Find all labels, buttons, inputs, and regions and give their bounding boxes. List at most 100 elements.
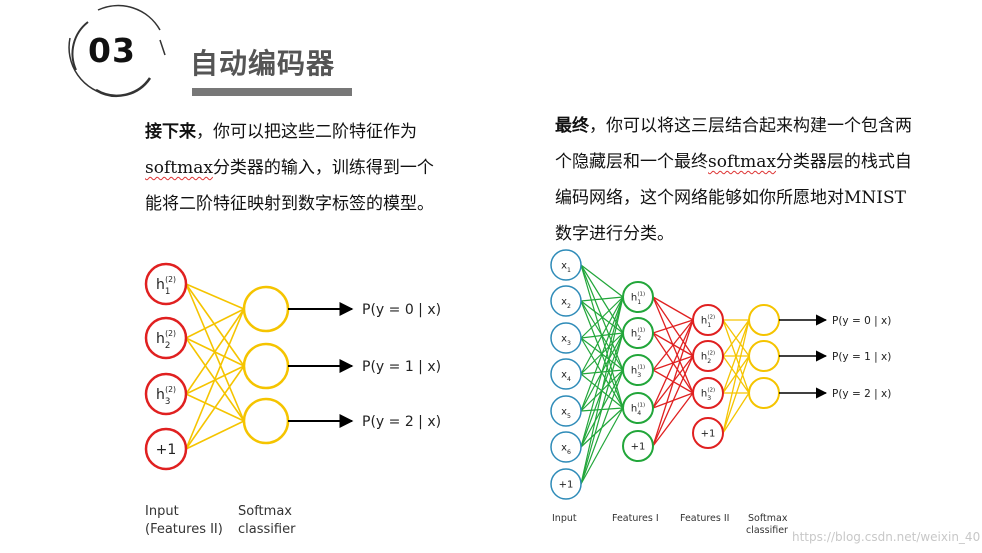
right-input-node-label: x6 [561,443,571,457]
left-edge [185,365,245,450]
right-features1-node [622,317,654,349]
right-input-node [550,249,582,281]
right-diagram-edges [580,264,750,485]
left-edge [185,283,245,367]
right-edge-input-f1 [580,296,624,375]
right-edge-input-f1 [580,332,624,485]
left-paragraph-lead: 接下来 [145,122,196,142]
page-title: 自动编码器 [190,47,336,80]
title-underline-bar [192,88,352,96]
right-edge-f1-f2 [652,319,694,409]
left-paragraph: 接下来，你可以把这些二阶特征作为 softmax分类器的输入，训练得到一个能将二阶… [145,114,445,222]
right-layer-label: Softmax [748,513,788,524]
right-input-node [550,358,582,390]
right-input-node-label: x5 [561,407,571,421]
right-paragraph-lead: 最终 [555,116,589,136]
left-hidden-node-label: h2(2) [156,329,176,351]
right-features1-node-label: +1 [631,442,646,453]
right-features1-node [622,354,654,386]
left-hidden-node [144,372,188,416]
right-input-node [550,322,582,354]
left-layer-label: Input [145,504,179,519]
right-layer-label: Features II [680,513,729,524]
right-diagram-nodes: x1x2x3x4x5x6+1h1(1)h2(1)h3(1)h4(1)+1h1(2… [550,249,891,536]
left-diagram-nodes: h1(2)h2(2)h3(2)+1P(y = 0 | x)P(y = 1 | x… [144,262,441,537]
left-paragraph-text-2: 分类器的输入，训练得到一个能将二阶特征映射到数字标签的模型。 [145,158,434,214]
left-hidden-node-label: h1(2) [156,275,176,297]
right-input-node-label: x4 [561,370,571,384]
left-layer-label: Softmax [238,504,292,519]
right-layer-label: classifier [746,525,788,536]
right-paragraph-softmax: softmax [708,152,776,172]
left-hidden-node [144,316,188,360]
right-features2-node-label: h2(2) [701,351,715,366]
left-hidden-node [144,262,188,306]
right-edge-f2-softmax [722,319,750,394]
left-hidden-node-label: h3(2) [156,385,176,407]
right-features1-node-label: h1(1) [631,292,645,307]
right-input-node [550,468,582,500]
left-diagram-edges [185,283,245,450]
right-output-label: P(y = 2 | x) [832,388,891,400]
right-edge-f1-f2 [652,355,694,447]
right-features2-node [692,340,724,372]
left-edge [185,308,245,339]
right-input-node [550,285,582,317]
left-edge [185,308,245,395]
left-softmax-node [242,342,290,390]
right-features2-node [692,304,724,336]
right-features1-node-label: h2(1) [631,328,645,343]
right-layer-label: Input [552,513,577,524]
right-edge-f1-f2 [652,296,694,321]
right-features2-node [692,377,724,409]
right-features2-node-label: +1 [701,429,716,440]
right-edge-f2-softmax [722,319,750,357]
left-output-label: P(y = 2 | x) [362,414,441,430]
right-input-node-label: x2 [561,297,571,311]
left-softmax-node [242,285,290,333]
right-edge-f2-softmax [722,392,750,434]
right-output-label: P(y = 1 | x) [832,351,891,363]
right-edge-input-f1 [580,296,624,339]
right-layer-label: Features I [612,513,659,524]
right-edge-input-f1 [580,369,624,485]
right-paragraph: 最终，你可以将这三层结合起来构建一个包含两个隐藏层和一个最终softmax分类器… [555,108,915,252]
right-features2-node-label: h3(2) [701,388,715,403]
section-number: 03 [88,31,136,70]
watermark: https://blog.csdn.net/weixin_40 [792,530,981,544]
left-output-label: P(y = 0 | x) [362,302,441,318]
left-edge [185,420,245,450]
right-input-node [550,395,582,427]
left-layer-label: (Features II) [145,522,223,537]
right-edge-f2-softmax [722,319,750,434]
right-features1-node [622,392,654,424]
right-edge-input-f1 [580,407,624,485]
right-edge-input-f1 [580,296,624,448]
right-softmax-node [748,304,780,336]
right-edge-f2-softmax [722,355,750,434]
right-edge-input-f1 [580,264,624,298]
left-hidden-node [144,427,188,471]
right-edge-f1-f2 [652,319,694,447]
left-edge [185,283,245,310]
right-input-node-label: x1 [561,261,571,275]
right-paragraph-text-2: 分类器层的栈式自编码网络，这个网络能够如你所愿地对MNIST数字进行分类。 [555,152,912,244]
left-paragraph-text-1: ，你可以把这些二阶特征作为 [196,122,417,142]
right-edge-input-f1 [580,296,624,302]
right-softmax-node [748,377,780,409]
right-input-node-label: x3 [561,334,571,348]
right-paragraph-text-1: ，你可以将这三层结合起来构建一个包含两个隐藏层和一个最终 [555,116,912,172]
right-features1-node [622,281,654,313]
left-softmax-node [242,397,290,445]
right-features1-node-label: h4(1) [631,403,645,418]
right-features2-node-label: h1(2) [701,315,715,330]
right-edge-input-f1 [580,296,624,412]
right-edge-f1-f2 [652,319,694,334]
right-edge-input-f1 [580,296,624,485]
right-input-node-label: +1 [559,480,574,491]
left-paragraph-softmax: softmax [145,158,213,178]
left-hidden-node-label: +1 [156,442,177,458]
right-input-node [550,431,582,463]
left-layer-label: classifier [238,522,296,537]
